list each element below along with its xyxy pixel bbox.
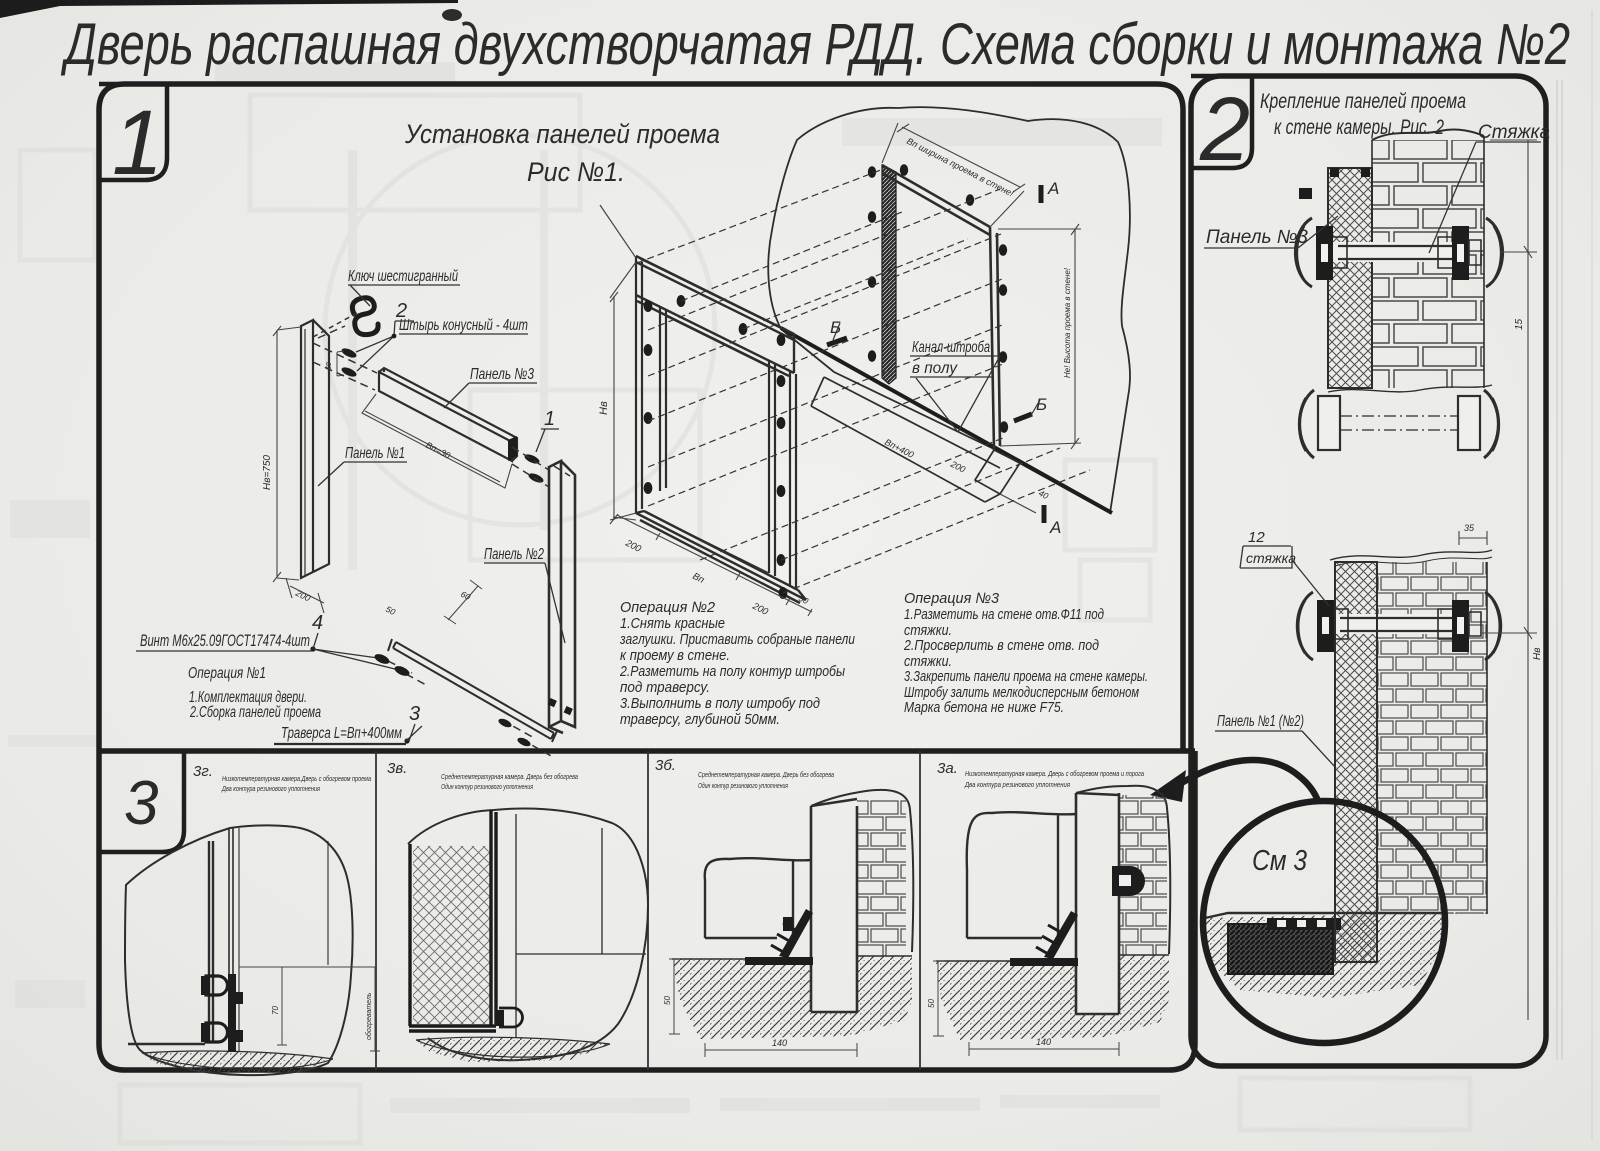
svg-text:3г.: 3г. (193, 763, 213, 780)
svg-text:Марка бетона не ниже F75.: Марка бетона не ниже F75. (904, 699, 1064, 716)
svg-text:Нв: Нв (598, 401, 610, 415)
svg-text:Не! Высота проема в стене!: Не! Высота проема в стене! (1063, 267, 1072, 378)
svg-text:в полу: в полу (912, 360, 958, 377)
svg-text:траверсу, глубиной 50мм.: траверсу, глубиной 50мм. (620, 711, 780, 728)
svg-text:Два контура резинового уплотне: Два контура резинового уплотнения (221, 784, 320, 793)
svg-text:Рис №1.: Рис №1. (527, 157, 625, 187)
svg-text:3в.: 3в. (387, 760, 407, 777)
svg-text:1.Разметить на стене отв.Ф11 п: 1.Разметить на стене отв.Ф11 под (904, 606, 1104, 623)
svg-text:Канал-штроба: Канал-штроба (912, 339, 990, 356)
svg-text:50: 50 (797, 593, 810, 606)
svg-text:Панель №3: Панель №3 (470, 366, 534, 383)
svg-text:3а.: 3а. (937, 760, 958, 777)
svg-text:Установка панелей проема: Установка панелей проема (404, 119, 720, 149)
svg-text:2.Сборка панелей проема: 2.Сборка панелей проема (189, 704, 321, 721)
svg-text:2.Разметить на полу контур штр: 2.Разметить на полу контур штробы (619, 663, 845, 680)
svg-text:Винт М6х25.09ГОСТ17474-4шт: Винт М6х25.09ГОСТ17474-4шт (140, 631, 310, 650)
svg-text:к стене камеры. Рис. 2: к стене камеры. Рис. 2 (1274, 116, 1444, 139)
svg-text:70: 70 (271, 1006, 280, 1015)
svg-text:Нв=750: Нв=750 (262, 455, 273, 490)
svg-text:обогреватель: обогреватель (365, 992, 373, 1040)
svg-text:Б: Б (1036, 395, 1047, 414)
svg-text:Низкотемпературная камера. Две: Низкотемпературная камера. Дверь с обогр… (965, 769, 1144, 778)
svg-text:50: 50 (326, 362, 333, 370)
svg-text:Панель №2: Панель №2 (484, 546, 544, 563)
svg-text:50: 50 (384, 604, 397, 617)
svg-text:50: 50 (927, 999, 936, 1008)
svg-text:4: 4 (312, 612, 323, 634)
svg-text:1.Комплектация двери.: 1.Комплектация двери. (189, 689, 307, 706)
svg-text:стяжки.: стяжки. (904, 622, 952, 639)
svg-text:1: 1 (544, 408, 555, 430)
svg-text:Один контур резинового уплотне: Один контур резинового уплотнения (698, 781, 788, 790)
svg-text:15: 15 (1514, 318, 1525, 330)
svg-text:12: 12 (1248, 529, 1265, 546)
svg-text:140: 140 (1036, 1037, 1051, 1047)
svg-text:А: А (1049, 518, 1061, 537)
svg-text:Низкотемпературная камера.Двер: Низкотемпературная камера.Дверь с обогре… (222, 774, 371, 783)
svg-text:Панель №1 (№2): Панель №1 (№2) (1217, 713, 1304, 730)
svg-text:Два контура резинового уплотне: Два контура резинового уплотнения (964, 780, 1070, 789)
svg-text:140: 140 (772, 1038, 787, 1048)
svg-text:Ключ шестигранный: Ключ шестигранный (348, 268, 458, 285)
svg-text:60: 60 (459, 589, 472, 602)
svg-text:Траверса L=Вп+400мм: Траверса L=Вп+400мм (281, 725, 402, 742)
svg-text:50: 50 (663, 996, 672, 1005)
svg-text:Панель №3: Панель №3 (1206, 227, 1308, 248)
svg-text:1: 1 (112, 92, 163, 194)
svg-text:3.Закрепить панели проема на с: 3.Закрепить панели проема на стене камер… (904, 668, 1148, 685)
svg-text:Б: Б (830, 318, 841, 337)
svg-text:Вп: Вп (691, 571, 707, 586)
svg-text:См 3: См 3 (1252, 845, 1307, 877)
svg-text:Штробу залить мелкодисперсным: Штробу залить мелкодисперсным бетоном (904, 684, 1139, 701)
svg-text:Операция №3: Операция №3 (904, 590, 1000, 607)
svg-text:1.Снять красные: 1.Снять красные (620, 615, 725, 632)
svg-text:Среднетемпературная камера. Дв: Среднетемпературная камера. Дверь без об… (698, 770, 834, 779)
svg-text:3.Выполнить в полу штробу под: 3.Выполнить в полу штробу под (620, 695, 820, 712)
svg-text:Панель №1: Панель №1 (345, 445, 405, 462)
svg-text:2: 2 (1199, 80, 1250, 180)
svg-text:Стяжка: Стяжка (1478, 122, 1550, 143)
svg-text:стяжки.: стяжки. (904, 653, 952, 670)
svg-text:40: 40 (1037, 488, 1050, 501)
svg-text:Среднетемпературная камера. Дв: Среднетемпературная камера. Дверь без об… (441, 772, 578, 781)
svg-text:заглушки. Приставить собраные: заглушки. Приставить собраные панели (619, 631, 855, 648)
svg-text:к проему в стене.: к проему в стене. (620, 647, 730, 664)
svg-text:3: 3 (409, 703, 420, 725)
svg-text:под траверсу.: под траверсу. (620, 679, 710, 696)
svg-text:Дверь распашная двухстворчатая: Дверь распашная двухстворчатая РДД. Схем… (60, 12, 1570, 77)
svg-text:Один контур резинового уплотне: Один контур резинового уплотнения (441, 782, 533, 791)
svg-text:Операция №1: Операция №1 (188, 665, 266, 682)
svg-text:Штырь конусный - 4шт: Штырь конусный - 4шт (399, 317, 528, 334)
svg-text:2.Просверлить в стене отв. п: 2.Просверлить в стене отв. под (903, 637, 1099, 654)
svg-text:2: 2 (395, 300, 407, 322)
svg-text:Нв: Нв (1532, 648, 1543, 660)
svg-text:стяжка: стяжка (1246, 550, 1296, 566)
svg-text:3: 3 (124, 769, 158, 838)
svg-text:35: 35 (1464, 523, 1475, 533)
svg-text:Крепление панелей проема: Крепление панелей проема (1260, 90, 1466, 113)
svg-text:Операция №2: Операция №2 (620, 599, 716, 616)
svg-text:3б.: 3б. (655, 757, 676, 774)
svg-text:А: А (1047, 179, 1059, 198)
